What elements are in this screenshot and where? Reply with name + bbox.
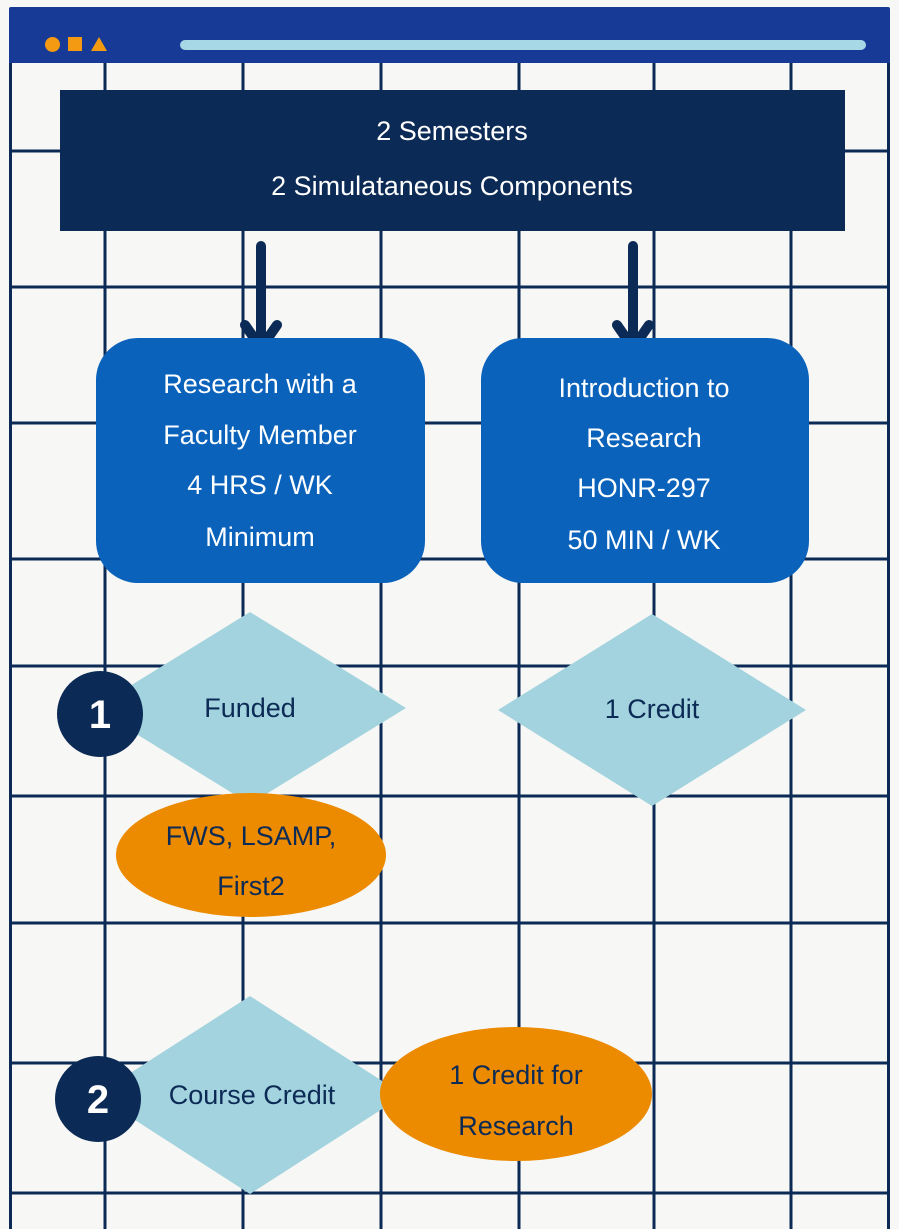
window-titlebar xyxy=(9,7,890,63)
triangle-icon xyxy=(91,37,107,51)
badge-2-label: 2 xyxy=(87,1078,109,1122)
funding-oval-line-2: First2 xyxy=(217,871,285,901)
address-bar[interactable] xyxy=(180,40,866,50)
diagram-canvas: 2 Semesters 2 Simulataneous Components R… xyxy=(9,63,890,1229)
header-line-1: 2 Semesters xyxy=(376,116,528,146)
research-credit-oval: 1 Credit for Research xyxy=(380,1027,652,1161)
left-box-line-1: Research with a xyxy=(163,369,358,399)
course-credit-diamond: Course Credit xyxy=(96,996,404,1194)
funding-oval: FWS, LSAMP, First2 xyxy=(116,793,386,917)
left-box-line-4: Minimum xyxy=(205,522,315,552)
research-credit-line-2: Research xyxy=(458,1111,574,1141)
badge-1: 1 xyxy=(57,671,143,757)
one-credit-diamond: 1 Credit xyxy=(498,614,806,806)
badge-1-label: 1 xyxy=(89,693,111,737)
circle-icon xyxy=(45,37,60,52)
square-icon xyxy=(68,37,82,51)
right-box-line-1: Introduction to xyxy=(558,373,729,403)
header-line-2: 2 Simulataneous Components xyxy=(271,171,633,201)
right-box-line-3: HONR-297 xyxy=(577,473,711,503)
arrow-left xyxy=(240,241,282,353)
left-box-line-3: 4 HRS / WK xyxy=(187,470,333,500)
research-credit-line-1: 1 Credit for xyxy=(449,1060,583,1090)
badge-2: 2 xyxy=(55,1056,141,1142)
research-faculty-box: Research with a Faculty Member 4 HRS / W… xyxy=(96,338,425,583)
right-box-line-2: Research xyxy=(586,423,702,453)
one-credit-label: 1 Credit xyxy=(605,694,700,724)
course-credit-label: Course Credit xyxy=(169,1080,336,1110)
funding-oval-line-1: FWS, LSAMP, xyxy=(166,821,337,851)
header-box: 2 Semesters 2 Simulataneous Components xyxy=(60,90,845,231)
right-box-line-4: 50 MIN / WK xyxy=(567,525,720,555)
intro-research-box: Introduction to Research HONR-297 50 MIN… xyxy=(481,338,809,583)
arrow-right xyxy=(612,241,654,353)
left-box-line-2: Faculty Member xyxy=(163,420,357,450)
funded-diamond: Funded xyxy=(94,612,406,804)
funded-label: Funded xyxy=(204,693,296,723)
